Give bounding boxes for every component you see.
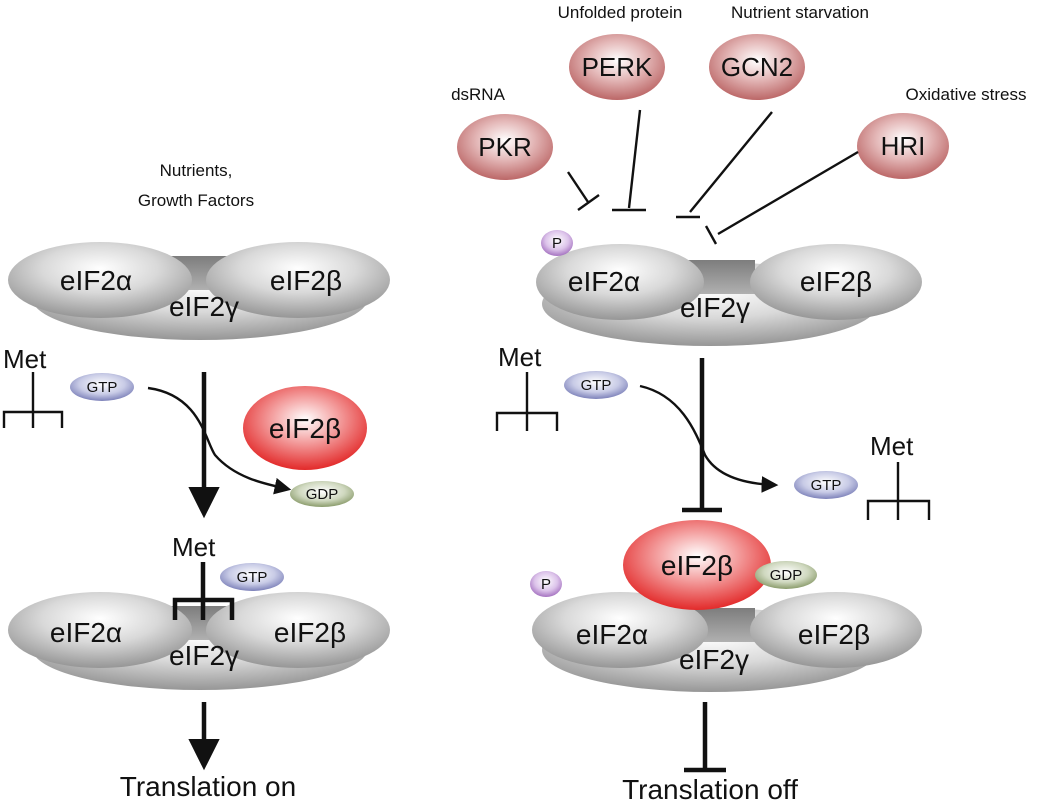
eif2-beta-subunit	[206, 242, 390, 318]
eif2-beta-label: eIF2β	[798, 619, 870, 650]
perk-inhibition-line	[612, 109, 646, 212]
pkr-inhibition-line	[567, 171, 600, 211]
gcn2-kinase: GCN2	[709, 34, 805, 100]
met-label: Met	[498, 342, 542, 372]
met-trna-symbol	[495, 372, 559, 431]
right-top-eif2-complex: eIF2α eIF2β eIF2γ	[536, 244, 922, 346]
eif2-beta-label: eIF2β	[800, 266, 872, 297]
right-output-inhibition	[684, 702, 726, 773]
eif2-gamma-label: eIF2γ	[169, 291, 239, 322]
bound-eif2b-label: eIF2β	[661, 550, 733, 581]
bound-met-label: Met	[172, 532, 216, 562]
eif2-gamma-label: eIF2γ	[679, 644, 749, 675]
bound-gdp-pill: GDP	[755, 561, 817, 589]
gtp-label: GTP	[87, 379, 118, 396]
eif2-alpha-subunit	[536, 244, 704, 320]
hri-kinase: HRI	[857, 113, 949, 179]
bound-gtp-pill: GTP	[220, 563, 284, 591]
eif2-alpha-subunit	[8, 242, 192, 318]
eif2-beta-subunit	[750, 244, 922, 320]
eif2-alpha-label: eIF2α	[568, 266, 640, 297]
met-trna-symbol	[2, 372, 64, 428]
bound-gdp-label: GDP	[770, 567, 803, 584]
right-bottom-eif2-complex: eIF2α eIF2β eIF2γ	[532, 592, 922, 692]
right-inhibition-line	[682, 358, 722, 513]
pkr-kinase: PKR	[457, 114, 553, 180]
met-label: Met	[3, 344, 47, 374]
bottom-phospho-label: P	[541, 576, 551, 593]
gtp-to-gdp-curve-arrow	[147, 386, 292, 495]
translation-on-label: Translation on	[120, 771, 296, 802]
left-bottom-eif2-complex: eIF2α eIF2β eIF2γ	[8, 592, 390, 690]
eif2-beta-label: eIF2β	[274, 617, 346, 648]
eif2-beta-label: eIF2β	[270, 265, 342, 296]
bound-eif2b: eIF2β	[623, 520, 771, 610]
eif2-gamma-label: eIF2γ	[169, 640, 239, 671]
left-signal-label-line1: Nutrients,	[160, 161, 233, 180]
eif2-alpha-subunit	[8, 592, 192, 668]
top-phospho-marker: P	[541, 230, 573, 256]
released-met-label: Met	[870, 431, 914, 461]
gdp-label: GDP	[306, 486, 339, 503]
left-signal-label-line2: Growth Factors	[138, 191, 254, 210]
translation-off-label: Translation off	[622, 774, 798, 803]
eif2-beta-subunit	[206, 592, 390, 668]
released-gtp-pill: GTP	[794, 471, 858, 499]
perk-label: PERK	[582, 52, 653, 82]
eif2-alpha-label: eIF2α	[576, 619, 648, 650]
gtp-label: GTP	[581, 377, 612, 394]
gcn2-inhibition-line	[676, 111, 773, 219]
gcn2-label: GCN2	[721, 52, 793, 82]
left-gdp-pill: GDP	[290, 481, 354, 507]
eif2-gamma-label: eIF2γ	[680, 292, 750, 323]
bottom-phospho-marker: P	[530, 571, 562, 597]
left-free-eif2b: eIF2β	[243, 386, 367, 470]
free-eif2b-label: eIF2β	[269, 413, 341, 444]
pkr-label: PKR	[478, 132, 531, 162]
pkr-stimulus-label: dsRNA	[451, 85, 506, 104]
left-top-eif2-complex: eIF2α eIF2β eIF2γ	[8, 242, 390, 340]
eif2-alpha-label: eIF2α	[60, 265, 132, 296]
hri-stimulus-label: Oxidative stress	[906, 85, 1027, 104]
eif2-beta-subunit	[750, 592, 922, 668]
phospho-label: P	[552, 235, 562, 252]
perk-stimulus-label: Unfolded protein	[558, 3, 683, 22]
hri-inhibition-line	[704, 150, 859, 245]
gtp-release-curve-arrow	[639, 384, 779, 493]
left-gtp-pill: GTP	[70, 373, 134, 401]
released-met-trna-symbol	[866, 462, 931, 520]
hri-label: HRI	[881, 131, 926, 161]
released-gtp-label: GTP	[811, 477, 842, 494]
right-gtp-pill: GTP	[564, 371, 628, 399]
eif2-alpha-label: eIF2α	[50, 617, 122, 648]
perk-kinase: PERK	[569, 34, 665, 100]
eif2-alpha-subunit	[532, 592, 708, 668]
gcn2-stimulus-label: Nutrient starvation	[731, 3, 869, 22]
bound-met-trna-symbol	[172, 562, 235, 620]
bound-gtp-label: GTP	[237, 569, 268, 586]
